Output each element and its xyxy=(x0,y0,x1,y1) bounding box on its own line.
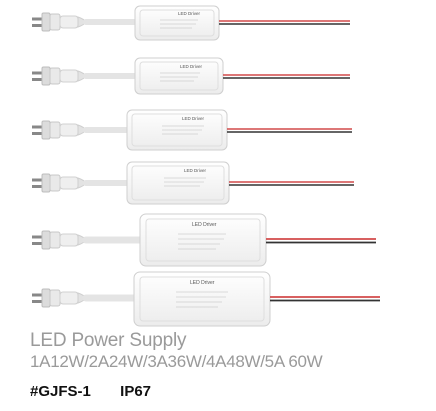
product-title: LED Power Supply xyxy=(30,330,187,351)
led-driver-unit: LED Driver xyxy=(31,57,350,95)
unit-label: LED Driver xyxy=(180,64,203,69)
led-driver-unit: LED Driver xyxy=(31,271,380,327)
unit-label: LED Driver xyxy=(178,11,201,16)
unit-label: LED Driver xyxy=(190,280,215,286)
ip-rating: IP67 xyxy=(120,383,152,400)
model-number: #GJFS-1 xyxy=(30,383,91,400)
unit-label: LED Driver xyxy=(184,168,207,173)
led-driver-unit: LED Driver xyxy=(31,213,376,267)
unit-label: LED Driver xyxy=(192,222,217,228)
product-ratings: 1A12W/2A24W/3A36W/4A48W/5A 60W xyxy=(30,352,323,371)
led-driver-unit: LED Driver xyxy=(31,109,352,151)
product-code-line: #GJFS-1 IP67 xyxy=(30,383,151,400)
led-driver-unit: LED Driver xyxy=(31,5,350,41)
product-image: LED Driver LED Driver LED Driver xyxy=(31,5,380,327)
led-driver-unit: LED Driver xyxy=(31,161,354,205)
unit-label: LED Driver xyxy=(182,116,205,121)
